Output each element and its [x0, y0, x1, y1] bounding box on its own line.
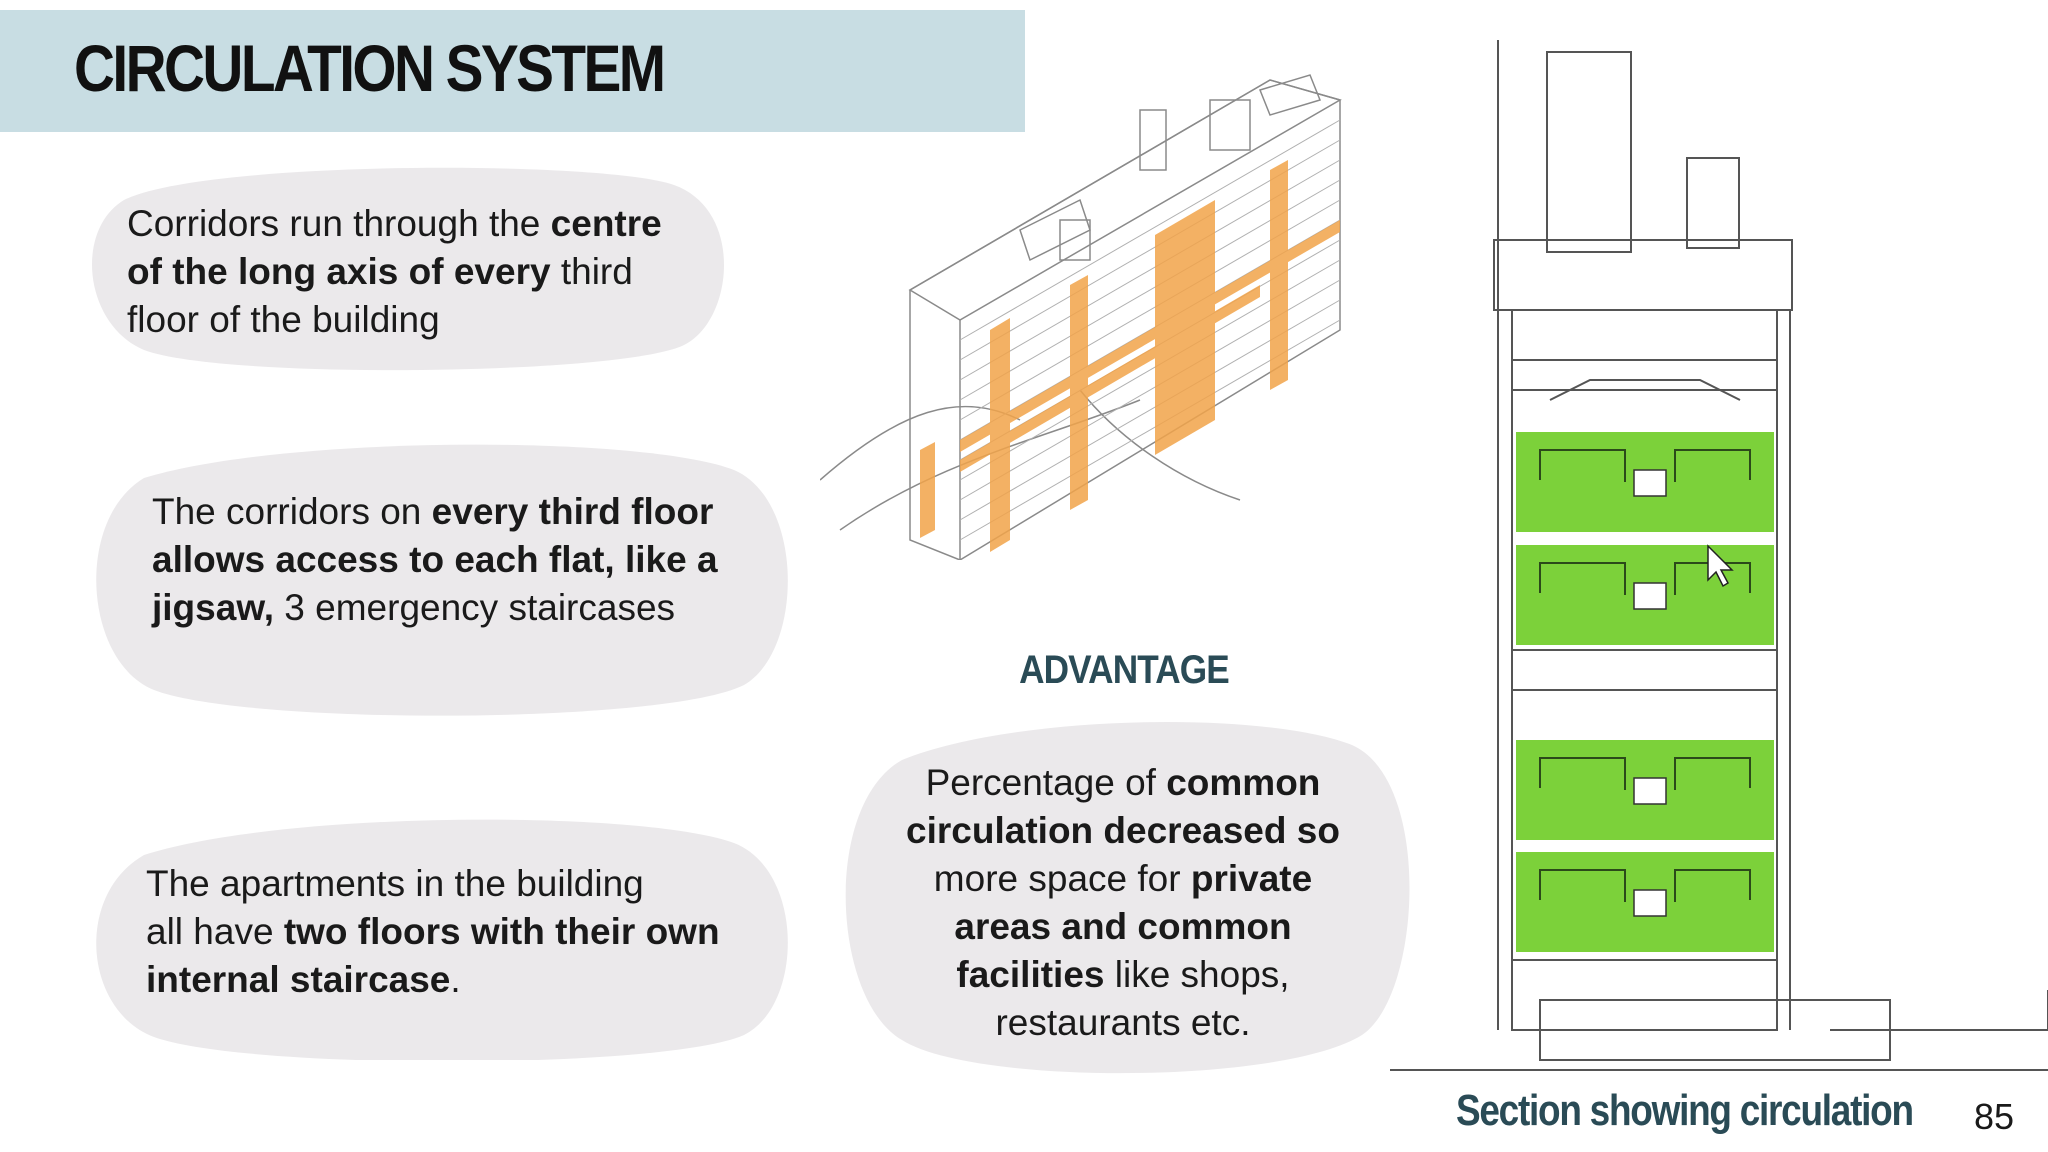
text-run: allows access to each flat, like a [152, 539, 718, 580]
advantage-bubble: Percentage of common circulation decrease… [832, 715, 1414, 1075]
bubble-shape [91, 167, 725, 371]
text-run: of the long axis of every [127, 251, 551, 292]
slide-title: CIRCULATION SYSTEM [74, 31, 666, 105]
text-run: Percentage of [925, 762, 1167, 803]
text-run: floor of the building [127, 299, 440, 340]
bubble-text: Percentage of common circulation decrease… [832, 759, 1414, 1047]
text-run: facilities [956, 954, 1105, 995]
text-run: circulation decreased so [906, 810, 1340, 851]
cursor-icon [1707, 544, 1734, 588]
section-circulation-illustration [1390, 40, 2048, 1080]
bubble-text: The corridors on every third floor allows… [152, 488, 718, 632]
info-bubble-corridors: Corridors run through the centre of the l… [84, 160, 734, 375]
text-run: internal staircase [146, 959, 451, 1000]
text-run: . [450, 959, 461, 1000]
text-run: all have [146, 911, 284, 952]
text-run: areas and common [954, 906, 1292, 947]
bubble-shape [845, 722, 1410, 1074]
bubble-shape [96, 444, 788, 716]
text-run: third [550, 251, 633, 292]
advantage-heading: ADVANTAGE [1019, 648, 1230, 692]
text-run: jigsaw, [152, 587, 275, 628]
page-number: 85 [1974, 1096, 2015, 1137]
title-band [0, 10, 1025, 132]
axonometric-building-illustration [819, 60, 1350, 561]
section-caption: Section showing circulation [1456, 1086, 1914, 1135]
text-run: two floors with their own [283, 911, 720, 952]
text-run: 3 emergency staircases [274, 587, 676, 628]
bubble-shape [96, 819, 788, 1060]
info-bubble-apartments: The apartments in the building all have t… [84, 815, 790, 1060]
text-run: more space for [933, 858, 1191, 899]
text-run: Corridors run through the [127, 203, 551, 244]
text-run: every third floor [431, 491, 714, 532]
bubble-text: Corridors run through the centre of the l… [127, 200, 662, 344]
info-bubble-third-floor: The corridors on every third floor allows… [84, 440, 790, 718]
text-run: The corridors on [152, 491, 432, 532]
text-run: common [1166, 762, 1321, 803]
bubble-text: The apartments in the building all have t… [146, 860, 720, 1004]
text-run: private [1190, 858, 1313, 899]
text-run: like shops, [1104, 954, 1290, 995]
text-run: centre [550, 203, 662, 244]
text-run: The apartments in the building [146, 863, 644, 904]
text-run: restaurants etc. [995, 1002, 1251, 1043]
